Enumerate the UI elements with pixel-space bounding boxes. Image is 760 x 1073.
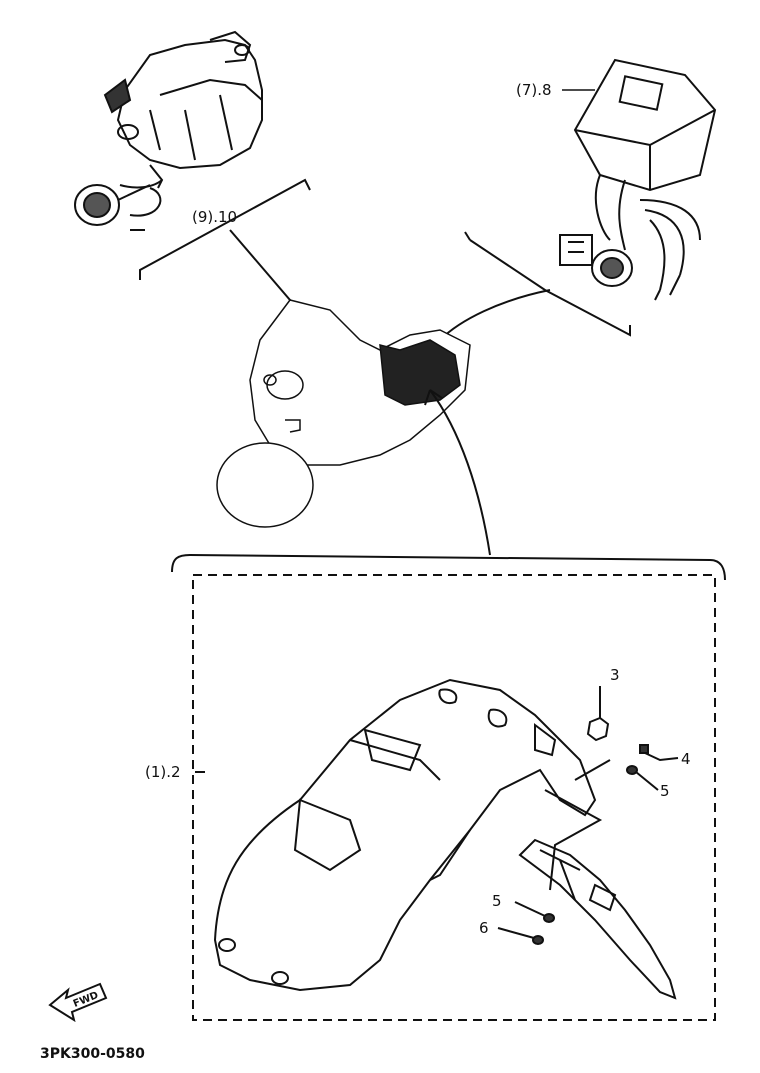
- mudflap: [518, 838, 677, 1000]
- label-part-9-10: (9).10: [192, 208, 237, 226]
- upper-brackets: [139, 178, 631, 356]
- control-unit-assembly: [559, 58, 717, 301]
- label-part-4: 4: [681, 750, 691, 768]
- callout-arrow: [424, 389, 491, 556]
- label-part-1-2: (1).2: [145, 763, 181, 781]
- label-part-6: 6: [479, 919, 489, 937]
- label-part-3: 3: [610, 666, 620, 684]
- relay-assembly: [74, 30, 263, 231]
- label-part-5-upper: 5: [660, 782, 670, 800]
- rear-fender: [213, 678, 597, 992]
- forward-arrow-icon: FWD: [48, 982, 108, 1023]
- drawing-code: 3PK300-0580: [40, 1046, 145, 1062]
- label-part-7-8: (7).8: [516, 81, 552, 99]
- label-part-5-lower: 5: [492, 892, 502, 910]
- hardware-parts: [195, 686, 679, 945]
- motorcycle-outline: [216, 299, 471, 528]
- lower-group-frame: [171, 553, 726, 1021]
